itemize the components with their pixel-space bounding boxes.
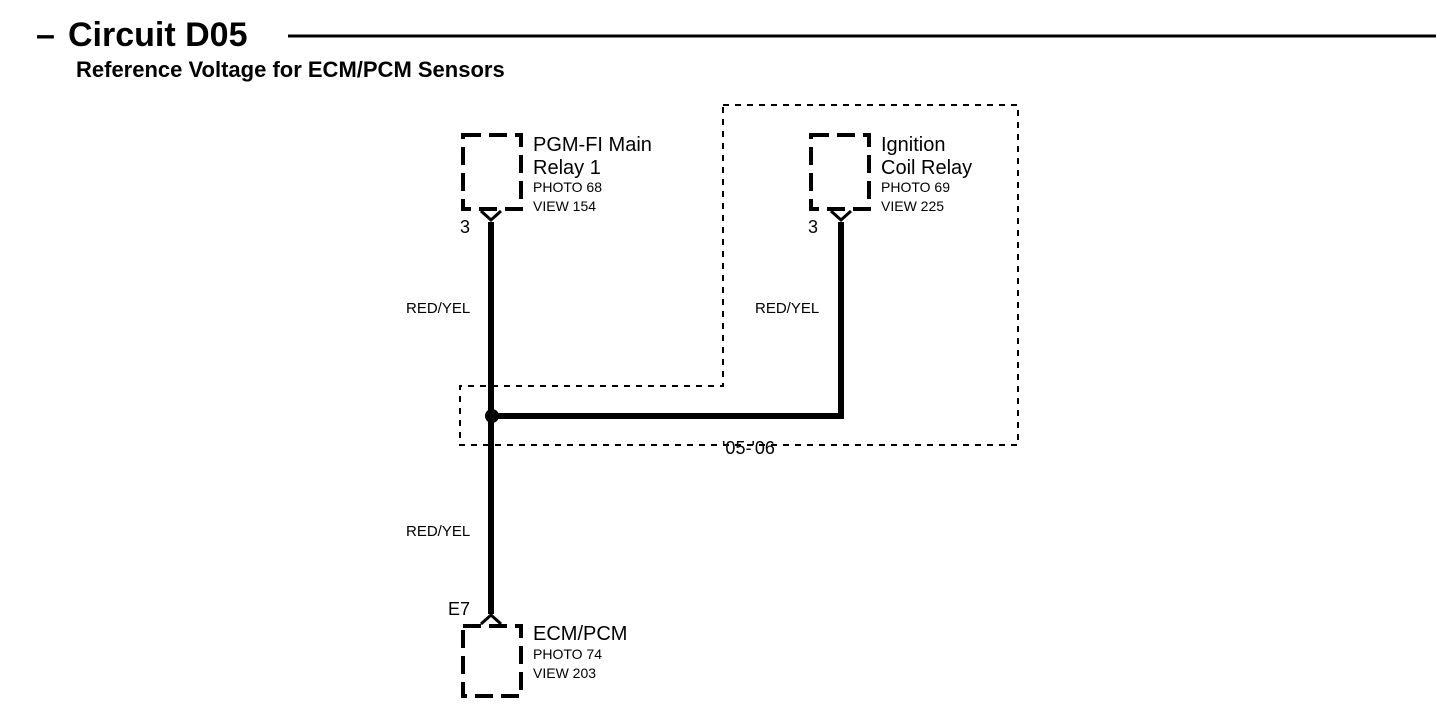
pgm-fi-relay-pin-number: 3 [460, 217, 470, 237]
ecm-pcm-pin-connector [479, 612, 503, 626]
ecm-pcm-photo: PHOTO 74 [533, 646, 602, 662]
wire-color-label-upper-left: RED/YEL [406, 300, 470, 317]
title-dash: – [36, 16, 55, 54]
component-ignition-coil-relay: Ignition Coil Relay PHOTO 69 VIEW 225 3 [808, 133, 972, 237]
circuit-title: Circuit D05 [68, 16, 248, 54]
component-ecm-pcm: ECM/PCM PHOTO 74 VIEW 203 E7 [448, 599, 627, 698]
year-range-region [459, 104, 1019, 446]
ecm-pcm-name: ECM/PCM [533, 623, 627, 645]
ignition-coil-relay-box [809, 133, 871, 211]
year-range-label: '05-'06 [722, 438, 775, 458]
ignition-coil-relay-name-line1: Ignition [881, 134, 946, 156]
ignition-coil-relay-view: VIEW 225 [881, 198, 944, 214]
ignition-coil-relay-pin-connector [829, 209, 853, 223]
component-pgm-fi-main-relay: PGM-FI Main Relay 1 PHOTO 68 VIEW 154 3 [460, 133, 652, 237]
pgm-fi-relay-view: VIEW 154 [533, 198, 596, 214]
pgm-fi-relay-name-line2: Relay 1 [533, 157, 601, 179]
wire-color-label-upper-right: RED/YEL [755, 300, 819, 317]
ecm-pcm-pin-number: E7 [448, 599, 470, 619]
pgm-fi-relay-photo: PHOTO 68 [533, 179, 602, 195]
pgm-fi-relay-pin-connector [479, 209, 503, 223]
pgm-fi-relay-box [461, 133, 523, 211]
ecm-pcm-view: VIEW 203 [533, 665, 596, 681]
splice-point [485, 409, 499, 423]
circuit-subtitle: Reference Voltage for ECM/PCM Sensors [76, 57, 505, 82]
diagram-header: – Circuit D05 Reference Voltage for ECM/… [36, 16, 1436, 82]
pgm-fi-relay-name-line1: PGM-FI Main [533, 134, 652, 156]
ignition-coil-relay-name-line2: Coil Relay [881, 157, 972, 179]
wire-color-label-lower: RED/YEL [406, 523, 470, 540]
wire-ignition-to-splice [491, 222, 844, 419]
ignition-coil-relay-photo: PHOTO 69 [881, 179, 950, 195]
ignition-coil-relay-pin-number: 3 [808, 217, 818, 237]
ecm-pcm-box [461, 624, 523, 698]
